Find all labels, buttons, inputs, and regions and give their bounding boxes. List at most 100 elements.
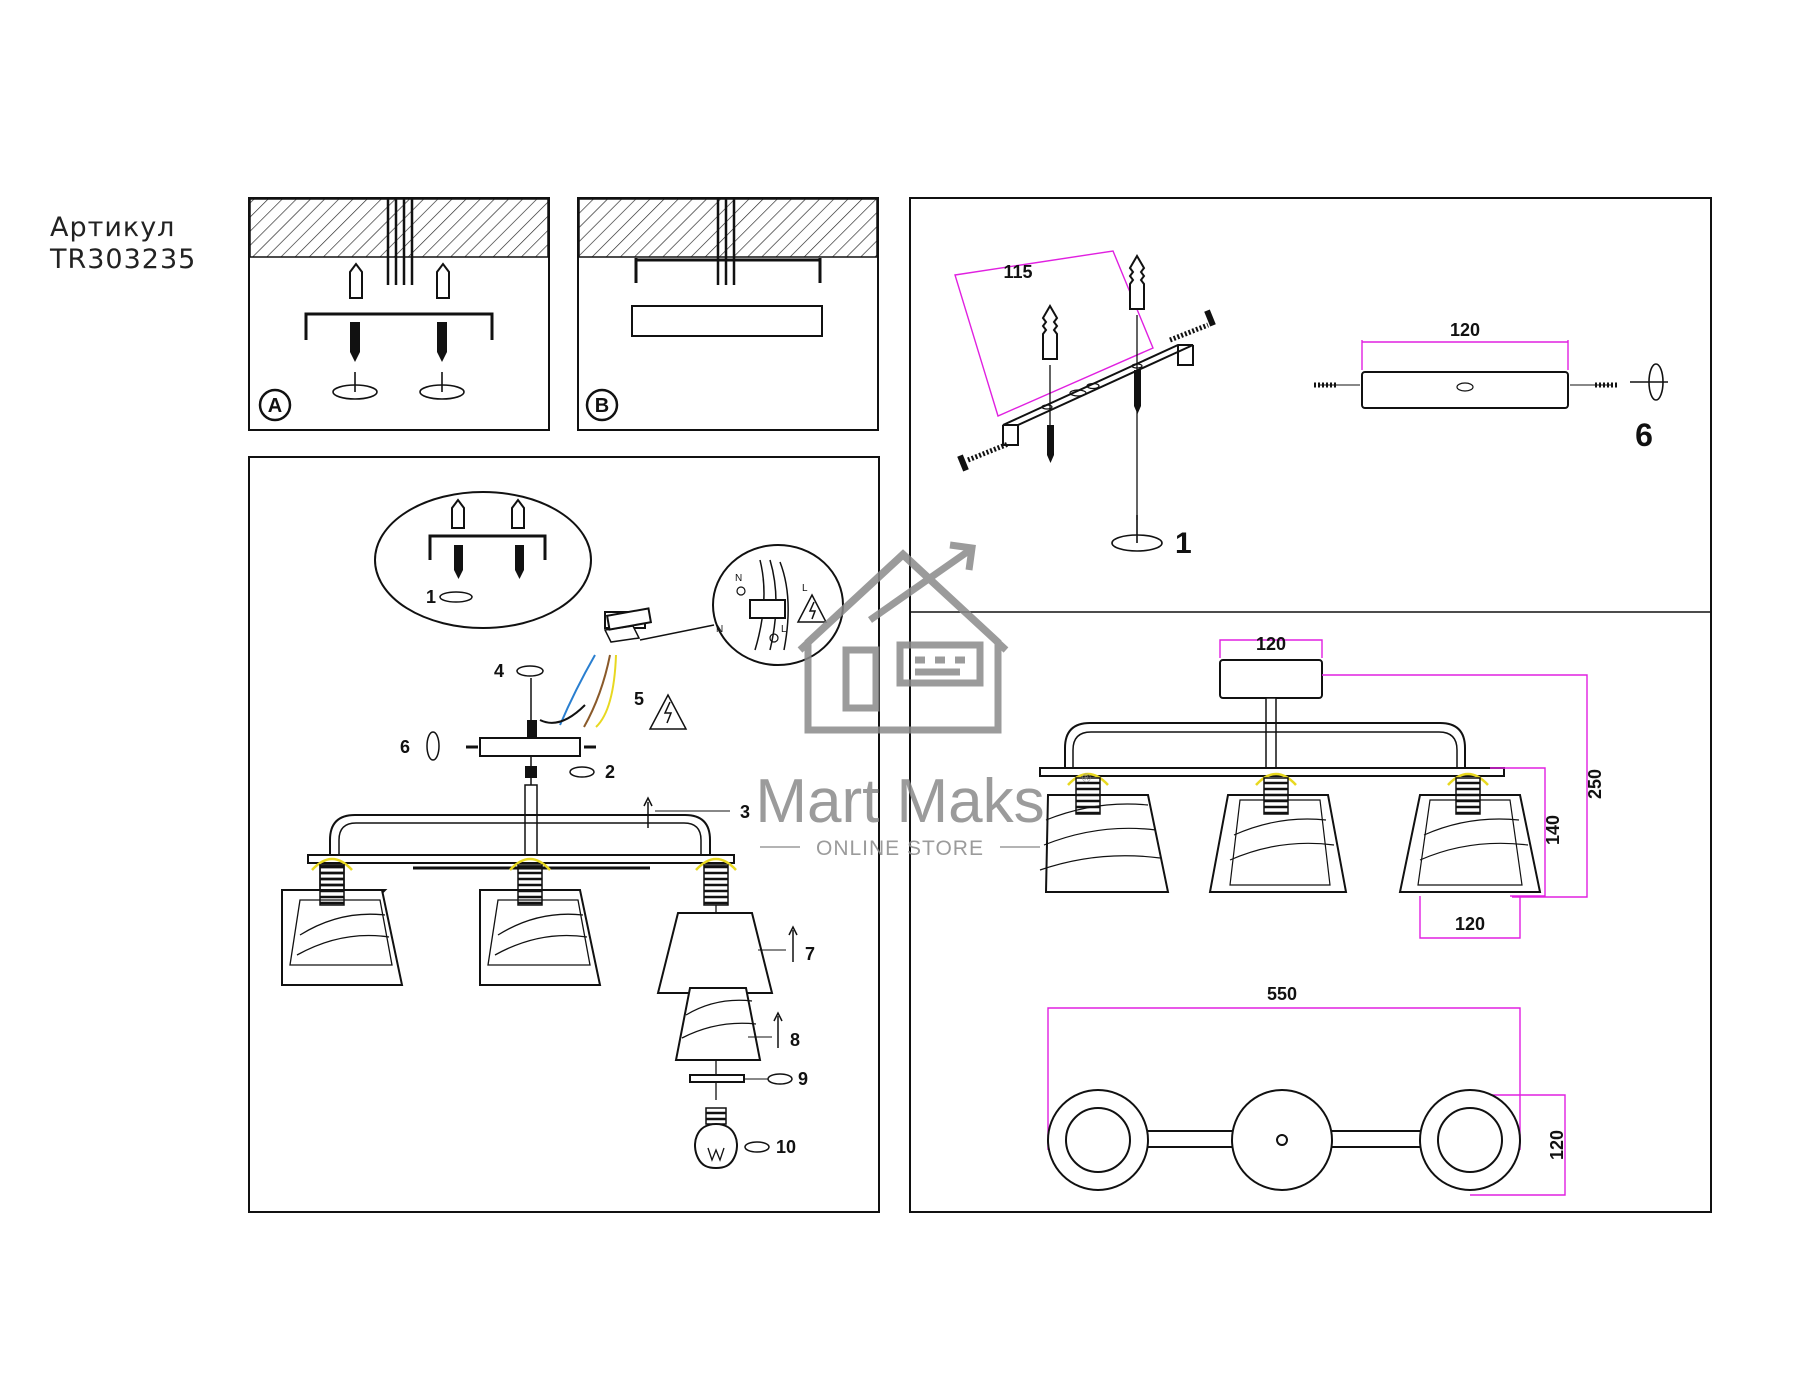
lock-nut: [525, 766, 537, 778]
article-code: TR303235: [50, 244, 197, 275]
inner-shade: [674, 987, 762, 1061]
socket-icon: [1263, 777, 1289, 815]
ground-icon: [736, 586, 746, 596]
step-4-label: 4: [494, 661, 504, 681]
watermark-sub: ONLINE STORE: [816, 837, 984, 860]
panel-a-badge: A: [268, 395, 282, 417]
step-1-label: 1: [426, 587, 436, 607]
mains-wires: [386, 199, 414, 285]
fixture-bar: [1039, 767, 1505, 777]
rotate-arrow-icon: [332, 372, 465, 400]
dim-canopy-width: 120: [1256, 634, 1286, 654]
step-9-label: 9: [798, 1069, 808, 1089]
high-voltage-icon: [648, 693, 688, 730]
step-2-label: 2: [605, 762, 615, 782]
rotate-arrow-icon: [744, 1141, 770, 1153]
rotate-arrow-icon: [516, 665, 544, 677]
dimension-lines: [1219, 639, 1588, 939]
canopy: [1219, 659, 1323, 699]
step-6-label: 6: [400, 737, 410, 757]
socket-icon: [1455, 777, 1481, 815]
mounting-plate: [1361, 371, 1569, 409]
shade-top-left: [1047, 1089, 1149, 1191]
plan-view: 550 120: [1047, 984, 1567, 1196]
dim-length: 550: [1267, 984, 1297, 1004]
screw-icon: [454, 545, 524, 579]
wall-plug-icon: [451, 498, 525, 529]
shade-ring: [689, 1074, 745, 1083]
screw-icon: [1047, 370, 1141, 463]
terminal-block: [605, 607, 653, 631]
article-label: Артикул: [50, 212, 176, 243]
bolt-icon: [957, 309, 1216, 472]
dimension-line: [1047, 1007, 1521, 1150]
socket-shade-center: [479, 857, 602, 986]
panel-b-badge: B: [595, 395, 609, 417]
socket-icon: [1075, 777, 1101, 815]
bracket-callout: 1: [374, 491, 592, 629]
socket-icon: [517, 864, 543, 906]
light-bulb-icon: [694, 1107, 738, 1170]
wall-plug-icon: [1041, 254, 1146, 360]
step-1-detail-label: 1: [1175, 527, 1192, 560]
watermark: Mart Maks ® ONLINE STORE: [755, 541, 1091, 860]
shade-center: [1208, 772, 1348, 893]
house-logo-icon: [797, 541, 1009, 734]
step-8-label: 8: [790, 1030, 800, 1050]
dim-shade-width: 120: [1455, 914, 1485, 934]
step-3-label: 3: [740, 802, 750, 822]
bracket-mounted: [634, 258, 822, 283]
shade-top-right: [1419, 1089, 1521, 1191]
front-elevation: 120 250 140 120: [1039, 634, 1605, 939]
panel-assembly: 1 N L N L: [248, 456, 880, 1213]
bracket-dim-label: 115: [1003, 262, 1032, 282]
shade-left: [1039, 772, 1170, 893]
wire-n-label: N: [716, 624, 723, 635]
fixture-bar: [307, 854, 735, 864]
ceiling-hatch: [249, 198, 549, 258]
nipple-nut: [527, 720, 537, 744]
socket-icon: [703, 864, 729, 906]
dim-height-shade: 140: [1543, 815, 1563, 845]
shade-right: [1398, 772, 1542, 893]
watermark-reg: ®: [1082, 771, 1091, 785]
rotate-arrow-icon: [439, 591, 473, 603]
plate-dim-label: 120: [1450, 320, 1480, 340]
step-7-label: 7: [805, 944, 815, 964]
terminal-block: [749, 599, 786, 619]
step-5-label: 5: [634, 689, 644, 709]
mains-wires: [716, 199, 736, 285]
step-10-label: 10: [776, 1137, 796, 1157]
panel-mount-b: B: [577, 197, 879, 431]
rotate-arrow-icon: [767, 1073, 793, 1085]
watermark-brand: Mart Maks: [755, 767, 1044, 836]
wire-l-label: L: [781, 624, 787, 635]
dim-height-total: 250: [1585, 769, 1605, 799]
supply-wires: [539, 654, 617, 728]
canopy-plate: [631, 305, 823, 337]
article-block: Артикул TR303235: [50, 212, 196, 276]
outer-shade: [656, 912, 774, 994]
ceiling-hatch: [578, 198, 878, 258]
panel-mount-a: A: [248, 197, 550, 431]
socket-shade-right-exploded: 7 8 9 10: [656, 857, 815, 1170]
wall-plug-icon: [349, 262, 450, 299]
canopy-top: [1231, 1089, 1333, 1191]
socket-shade-left: [281, 857, 404, 986]
rotate-arrow-icon: [426, 731, 440, 761]
wire-n-label: N: [735, 573, 742, 584]
screw-icon: [350, 322, 447, 362]
step-6-detail-label: 6: [1635, 417, 1653, 453]
badge-b-circle: [585, 388, 619, 422]
dim-depth: 120: [1547, 1130, 1567, 1160]
high-voltage-icon: [796, 593, 828, 623]
badge-a-circle: [258, 388, 292, 422]
panel-dimensions: 115 1: [909, 197, 1712, 1213]
mounting-plate: [479, 737, 581, 757]
bracket-detail: 115 1: [954, 250, 1668, 560]
mounting-bracket: [304, 312, 494, 340]
dimension-box: [954, 250, 1154, 417]
wire-l-label: L: [802, 583, 808, 594]
ground-icon: [769, 633, 779, 643]
